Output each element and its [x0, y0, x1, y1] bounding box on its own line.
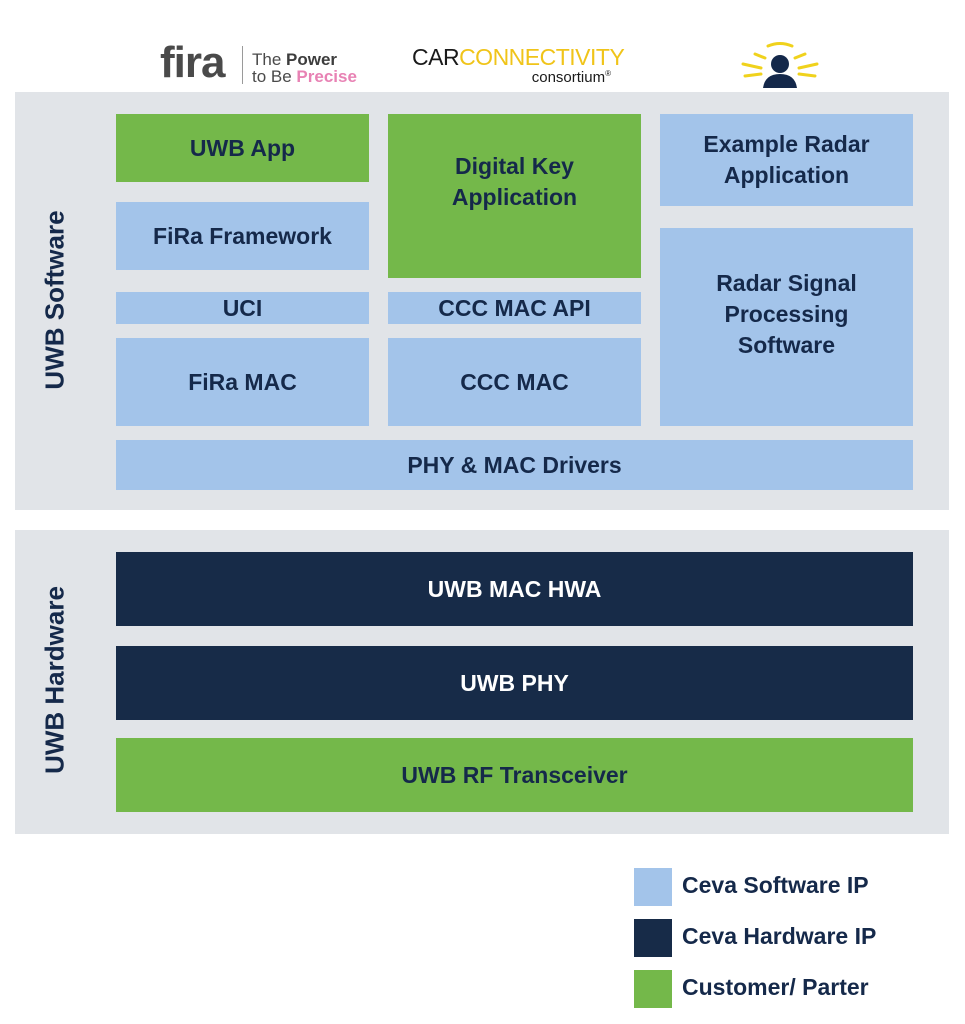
- legend-swatch-customer: [634, 970, 672, 1008]
- rf-transceiver-block: UWB RF Transceiver: [116, 738, 913, 812]
- fira-logo: fira The Power to Be Precise: [160, 38, 380, 90]
- legend-swatch-software: [634, 868, 672, 906]
- car-connectivity-logo: CARCONNECTIVITY consortium®: [412, 44, 625, 90]
- fira-separator: [242, 46, 243, 84]
- uci-block: UCI: [116, 292, 369, 324]
- mac-hwa-block: UWB MAC HWA: [116, 552, 913, 626]
- fira-wordmark: fira: [160, 38, 225, 87]
- ccc-wordmark: CARCONNECTIVITY: [412, 44, 625, 70]
- phy-mac-drivers-block: PHY & MAC Drivers: [116, 440, 913, 490]
- example-radar-block: Example Radar Application: [660, 114, 913, 206]
- ccc-subtitle: consortium®: [531, 69, 611, 86]
- fira-framework-block: FiRa Framework: [116, 202, 369, 270]
- hardware-label: UWB Hardware: [39, 586, 70, 774]
- legend-swatch-hardware: [634, 919, 672, 957]
- legend-label-customer: Customer/ Parter: [682, 974, 869, 1000]
- radar-person-icon: [735, 40, 825, 92]
- legend: Ceva Software IP Ceva Hardware IP Custom…: [634, 868, 934, 1008]
- legend-label-hardware: Ceva Hardware IP: [682, 923, 877, 949]
- uwb-app-block: UWB App: [116, 114, 369, 182]
- ccc-mac-block: CCC MAC: [388, 338, 641, 426]
- software-label: UWB Software: [39, 210, 70, 390]
- uwb-phy-block: UWB PHY: [116, 646, 913, 720]
- legend-label-software: Ceva Software IP: [682, 872, 869, 898]
- fira-mac-block: FiRa MAC: [116, 338, 369, 426]
- radar-signal-block: Radar Signal Processing Software: [660, 228, 913, 426]
- digital-key-block: Digital Key Application: [388, 114, 641, 278]
- fira-tagline: The Power to Be Precise: [252, 50, 357, 86]
- ccc-mac-api-block: CCC MAC API: [388, 292, 641, 324]
